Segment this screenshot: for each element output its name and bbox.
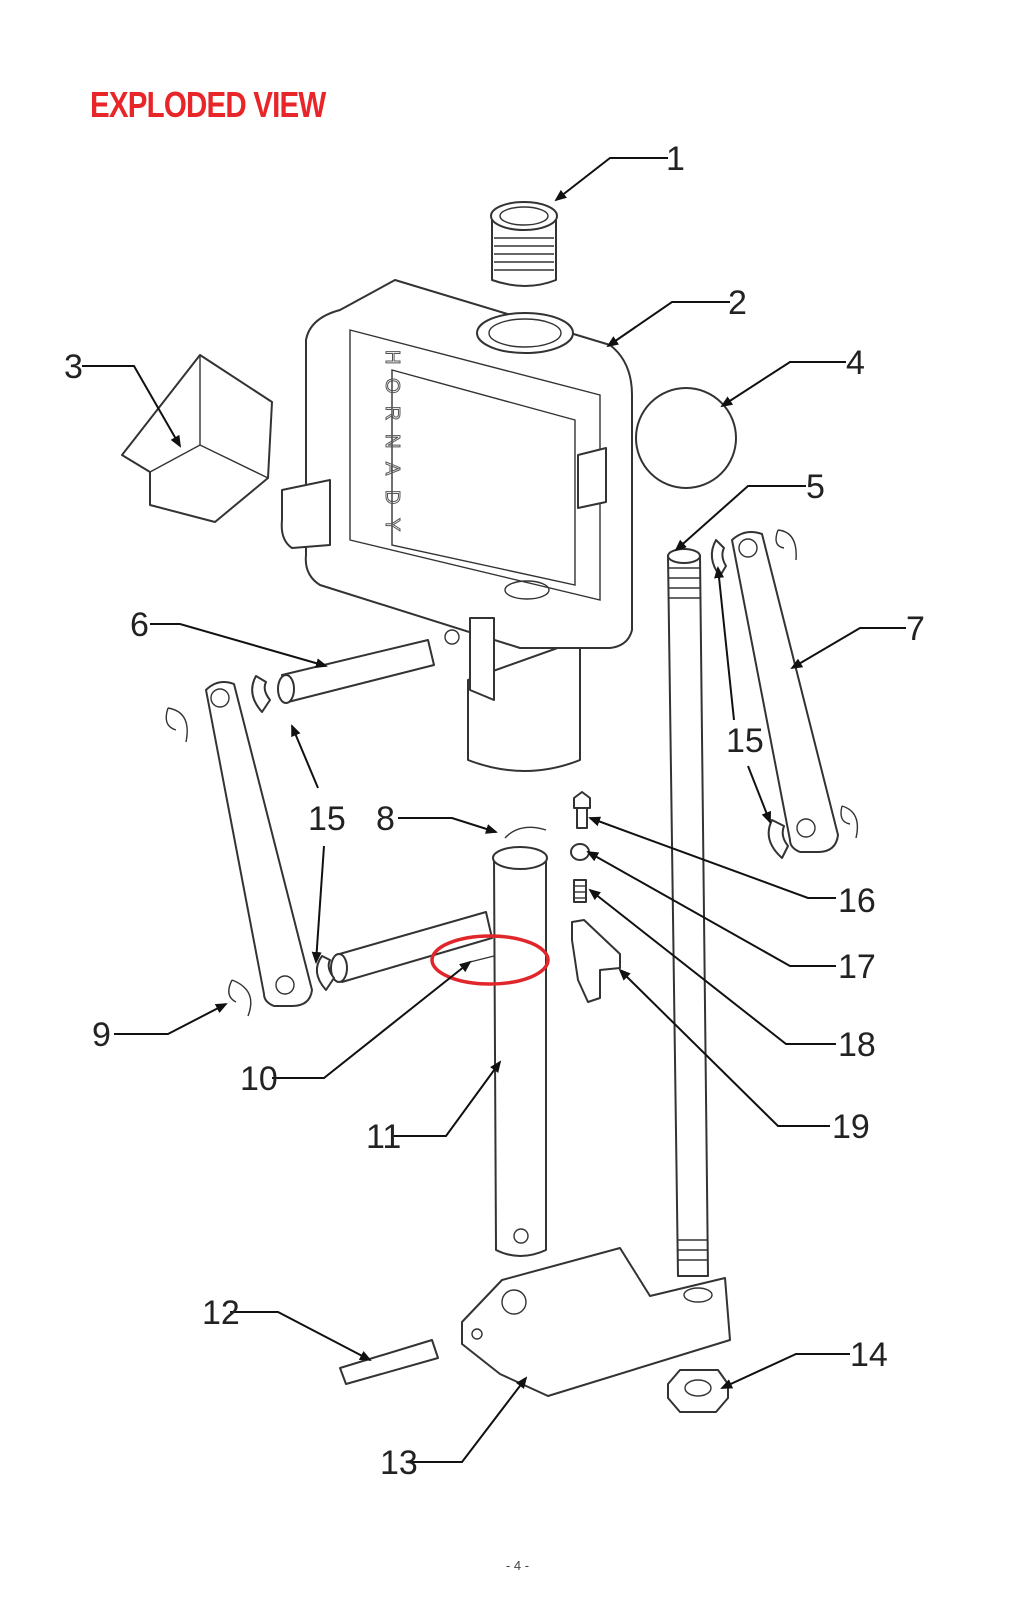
callout-13: 13	[380, 1444, 418, 1482]
frame-logo-letter: D	[381, 490, 403, 504]
part-3-primer-tray	[121, 354, 273, 523]
callout-6: 6	[130, 606, 149, 644]
frame-logo-letter: A	[381, 462, 403, 476]
page-number: - 4 -	[505, 1558, 530, 1573]
callout-12: 12	[202, 1294, 240, 1332]
callout-1: 1	[666, 140, 685, 178]
part-1-bushing	[490, 201, 558, 287]
frame-logo-letter: N	[381, 434, 403, 448]
callout-11: 11	[366, 1118, 401, 1156]
callout-4: 4	[846, 344, 865, 382]
callout-9: 9	[92, 1016, 111, 1054]
part-17-ball	[570, 843, 590, 861]
part-9-e-clip	[165, 529, 859, 1017]
callout-10: 10	[240, 1060, 278, 1098]
part-7-right-link	[731, 531, 839, 853]
frame-logo-letter: O	[381, 378, 403, 394]
callout-8: 8	[376, 800, 395, 838]
leader-lines	[82, 157, 906, 1463]
callout-14: 14	[850, 1336, 888, 1374]
callout-17: 17	[838, 948, 876, 986]
callout-numbers: 1 2 3 4 5 6 7 8 9 10 11 12 13 14 15 15 1…	[64, 140, 925, 1482]
part-12-base-pin	[339, 1339, 439, 1385]
part-16-screw	[573, 791, 591, 829]
callout-19: 19	[832, 1108, 870, 1146]
page-title: EXPLODED VIEW	[90, 84, 326, 125]
highlight-circle	[430, 934, 550, 986]
callout-3: 3	[64, 348, 83, 386]
callout-15-right: 15	[726, 722, 764, 760]
part-8-ring	[504, 826, 547, 839]
callout-16: 16	[838, 882, 876, 920]
part-4-ball-knob	[635, 387, 737, 489]
part-14-hex-nut	[667, 1369, 729, 1413]
part-11-ram	[492, 846, 548, 1257]
part-13-base	[461, 1247, 731, 1397]
callout-15-left-upper: 15	[308, 800, 346, 838]
frame-logo-letter: R	[381, 406, 403, 420]
part-18-spring	[573, 879, 587, 903]
lower-pin	[330, 911, 493, 983]
left-link	[205, 681, 313, 1007]
callout-7: 7	[906, 610, 925, 648]
callout-2: 2	[728, 284, 747, 322]
callout-18: 18	[838, 1026, 876, 1064]
frame-logo-letter: H	[381, 350, 403, 364]
part-6-upper-pin	[277, 639, 435, 704]
frame-logo-letter: Y	[381, 518, 403, 531]
part-5-handle-rod	[667, 548, 709, 1277]
part-19-primer-arm	[571, 919, 621, 1003]
callout-5: 5	[806, 468, 825, 506]
